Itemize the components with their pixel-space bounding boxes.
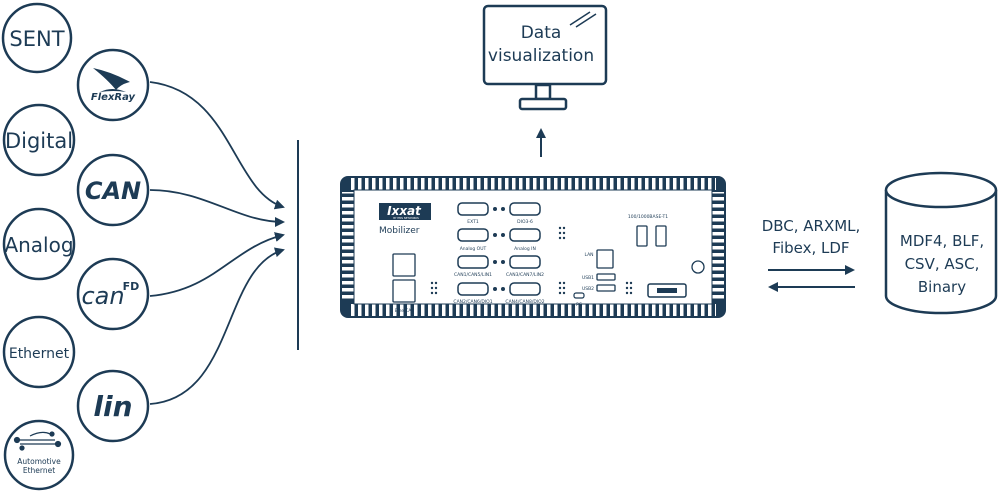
protocol-analog-circle: Analog — [2, 207, 76, 281]
formats-in-line1: DBC, ARXML, — [762, 217, 861, 235]
formats-in-line2: Fibex, LDF — [772, 239, 849, 257]
database-line3: Binary — [918, 278, 966, 296]
database-cylinder: MDF4, BLF, CSV, ASC, Binary — [884, 171, 998, 315]
port-can2: CAN2/CAN6/DIO1 — [453, 299, 492, 305]
port-pc: PC — [576, 302, 582, 308]
protocol-ethernet-label: Ethernet — [9, 346, 70, 362]
monitor-line2: visualization — [488, 46, 594, 66]
auto-eth-line2: Ethernet — [23, 466, 55, 475]
device-brand: Ixxat — [387, 204, 422, 218]
protocol-digital-label: Digital — [5, 129, 73, 153]
auto-eth-line1: Automotive — [17, 457, 61, 466]
port-usb2: USB2 — [582, 286, 594, 292]
monitor: Data visualization — [482, 4, 608, 111]
port-can3: CAN3/CAN7/LIN2 — [506, 272, 544, 278]
flexray-bird-icon — [93, 68, 130, 90]
lin-arrow — [149, 247, 285, 405]
port-analog-out: Analog OUT — [460, 246, 487, 252]
database-line1: MDF4, BLF, — [900, 232, 984, 250]
protocol-can-circle: CAN — [76, 153, 150, 227]
protocol-digital-circle: Digital — [2, 103, 76, 177]
monitor-line1: Data — [521, 23, 562, 43]
protocol-sent-label: SENT — [9, 27, 64, 51]
port-lan: LAN — [584, 252, 593, 258]
db9-connectors-col1 — [457, 202, 489, 296]
flexray-arrow — [149, 81, 285, 210]
device-brand-sub: BY HMS NETWORKS — [393, 216, 419, 220]
protocol-lin-circle: lin — [76, 369, 150, 443]
protocol-automotive-ethernet-circle: Automotive Ethernet — [3, 419, 75, 491]
port-ext1: EXT1 — [467, 219, 479, 225]
device-model: Mobilizer — [379, 226, 420, 236]
port-can1: CAN1/CAN5/LIN1 — [454, 272, 492, 278]
port-usb1: USB1 — [582, 275, 594, 281]
mobilizer-device: Ixxat BY HMS NETWORKS Mobilizer EtherCAT — [340, 176, 726, 318]
protocol-can-label: CAN — [85, 177, 141, 205]
protocol-sent-circle: SENT — [1, 2, 73, 74]
port-eth-t1: 100/1000BASE-T1 — [628, 214, 668, 220]
port-can4: CAN4/CAN8/DIO2 — [505, 299, 544, 305]
protocol-canfd-circle: can FD — [76, 257, 150, 331]
protocol-analog-label: Analog — [4, 233, 73, 257]
protocol-canfd-fd-label: FD — [123, 280, 140, 293]
protocol-ethernet-circle: Ethernet — [2, 315, 76, 389]
port-analog-in: Analog IN — [514, 246, 536, 252]
protocol-flexray-circle: FlexRay — [76, 48, 150, 122]
input-formats: DBC, ARXML, Fibex, LDF — [762, 217, 861, 257]
canfd-arrow — [149, 232, 285, 297]
port-ethercat: EtherCAT — [395, 308, 414, 313]
port-dio3-6: DIO3-6 — [517, 219, 533, 225]
can-arrow — [149, 189, 285, 227]
input-arrows — [149, 81, 285, 405]
network-nodes-icon — [13, 431, 62, 451]
db9-connectors-col2 — [509, 202, 541, 296]
database-line2: CSV, ASC, — [905, 255, 980, 273]
protocol-flexray-label: FlexRay — [91, 92, 136, 103]
protocol-canfd-can-label: can — [81, 282, 124, 310]
protocol-lin-label: lin — [93, 390, 132, 423]
